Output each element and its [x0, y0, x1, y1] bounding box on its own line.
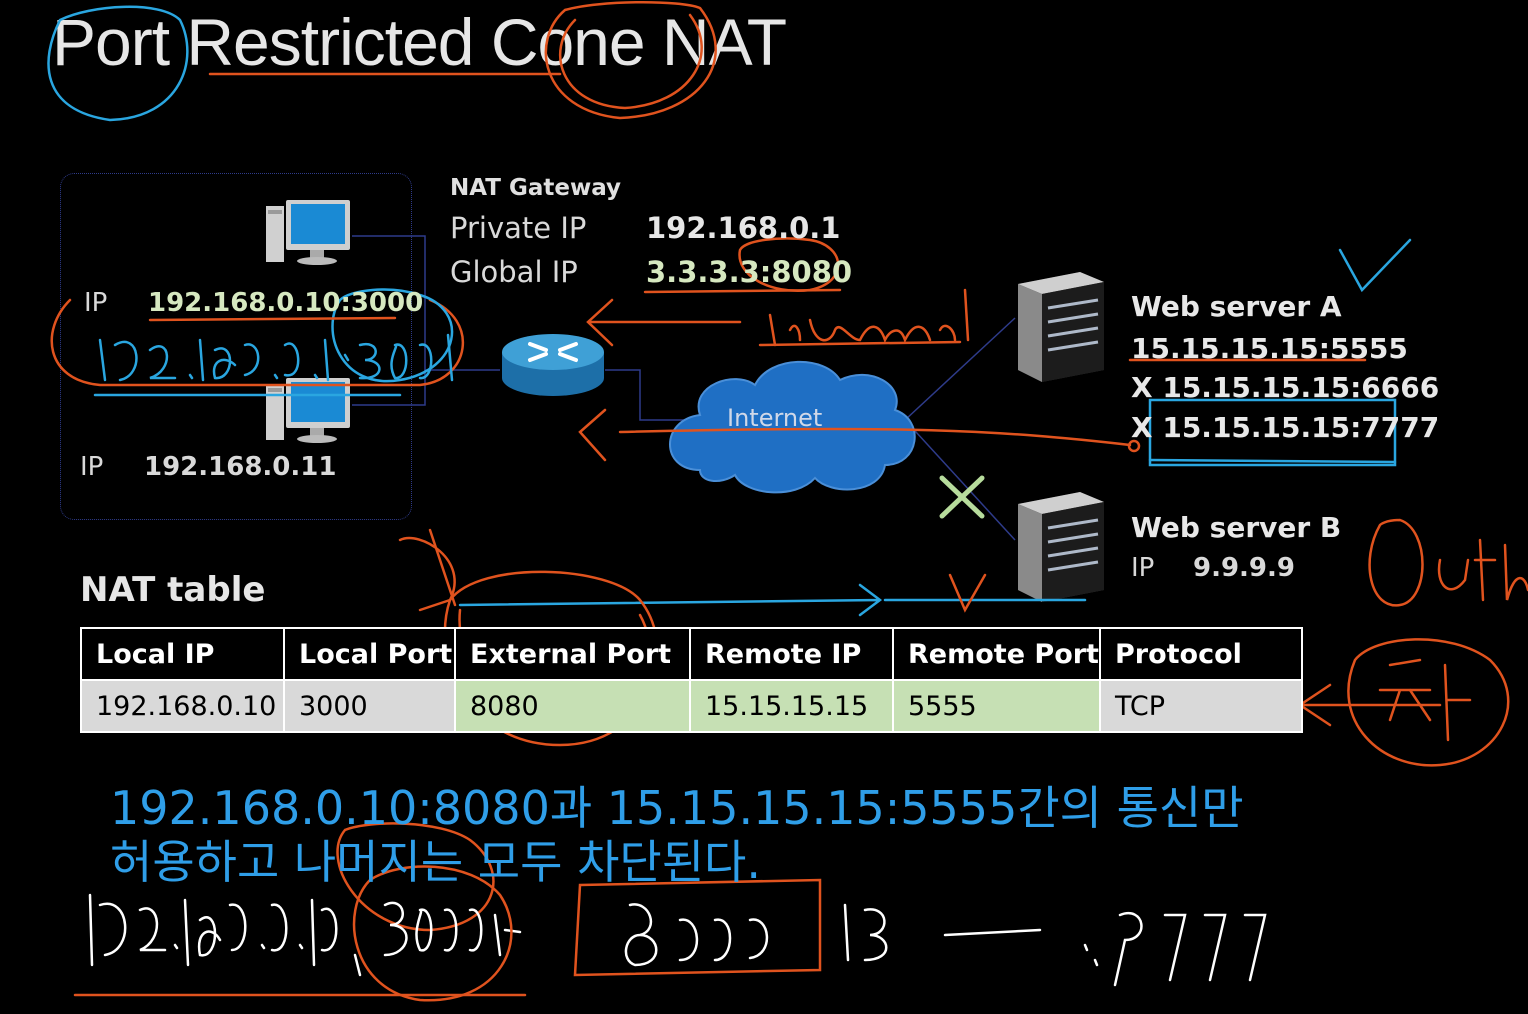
router-icon: [502, 334, 604, 396]
host2-ip-value: 192.168.0.11: [144, 452, 337, 482]
page-title: Port Restricted Cone NAT: [52, 5, 787, 79]
nat-table: Local IP Local Port External Port Remote…: [80, 627, 1303, 733]
table-cell: 5555: [892, 679, 1101, 733]
table-cell: 8080: [454, 679, 691, 733]
server-b-name: Web server B: [1131, 511, 1342, 544]
server-b-ip-label: IP: [1131, 553, 1155, 583]
internet-label: Internet: [727, 404, 823, 432]
gateway-private-label: Private IP: [450, 211, 587, 245]
connection-lines: [352, 235, 1016, 541]
column-header: Protocol: [1098, 627, 1303, 681]
server-a-name: Web server A: [1131, 290, 1342, 323]
computer-icon: [266, 200, 350, 265]
nat-table-heading: NAT table: [80, 570, 266, 610]
host2-ip-label: IP: [80, 452, 104, 482]
annotation-marks: [47, 1, 1528, 1002]
server-a-allowed: 15.15.15.15:5555: [1131, 332, 1408, 365]
column-header: External Port: [454, 627, 691, 681]
column-header: Local IP: [80, 627, 285, 681]
table-cell: 3000: [283, 679, 456, 733]
note-line-2: 허용하고 나머지는 모두 차단된다.: [110, 835, 761, 889]
column-header: Local Port: [283, 627, 456, 681]
server-a-blocked-2: X 15.15.15.15:7777: [1131, 411, 1440, 444]
note-line-1: 192.168.0.10:8080과 15.15.15.15:5555간의 통신…: [110, 781, 1244, 835]
host1-ip-value: 192.168.0.10:3000: [148, 288, 424, 318]
blocked-x-icon: [939, 475, 985, 519]
gateway-private-value: 192.168.0.1: [646, 211, 841, 245]
table-cell: TCP: [1098, 679, 1303, 733]
server-b-ip-value: 9.9.9.9: [1193, 553, 1295, 583]
internet-cloud-icon: [669, 360, 916, 494]
table-cell: 15.15.15.15: [689, 679, 894, 733]
host1-ip-label: IP: [84, 288, 108, 318]
column-header: Remote Port: [892, 627, 1101, 681]
server-a-blocked-1: X 15.15.15.15:6666: [1131, 371, 1440, 404]
column-header: Remote IP: [689, 627, 894, 681]
gateway-global-value: 3.3.3.3:8080: [646, 255, 853, 289]
gateway-heading: NAT Gateway: [450, 175, 622, 201]
server-icon: [1018, 272, 1104, 382]
table-row: 192.168.0.10 3000 8080 15.15.15.15 5555 …: [80, 679, 1303, 733]
computer-icon: [266, 378, 350, 443]
table-header-row: Local IP Local Port External Port Remote…: [80, 627, 1303, 681]
server-icon: [1018, 492, 1104, 602]
gateway-global-label: Global IP: [450, 255, 578, 289]
lan-group: [60, 173, 412, 520]
table-cell: 192.168.0.10: [80, 679, 285, 733]
